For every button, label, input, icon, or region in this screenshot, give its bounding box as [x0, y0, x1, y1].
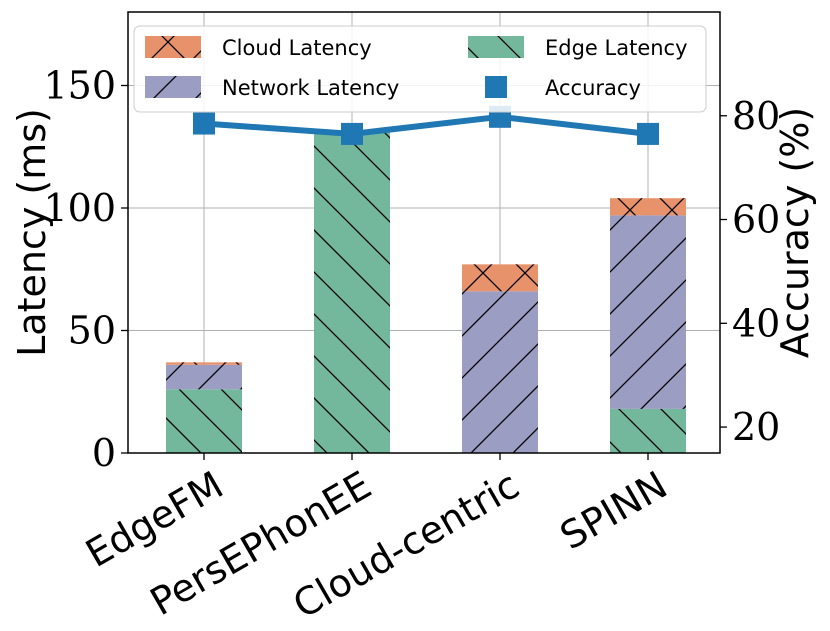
right-tick-label: 80	[732, 94, 780, 138]
accuracy-point-persephonee	[341, 122, 363, 145]
left-y-axis: 0 50 100 150	[43, 64, 128, 475]
y-axis-right-title: Accuracy (%)	[773, 107, 817, 358]
accuracy-point-edgefm	[193, 112, 215, 135]
right-tick-label: 60	[732, 198, 780, 242]
bar-cloud-centric-cloud-latency-hatch	[462, 264, 538, 292]
left-tick-label: 100	[43, 186, 116, 230]
bar-edgefm-edge-latency-hatch	[166, 389, 242, 453]
legend-label-network-latency: Network Latency	[222, 76, 399, 100]
bar-edgefm-cloud-latency-hatch	[166, 362, 242, 365]
legend-swatch-hatch-edge-latency	[468, 36, 524, 58]
bar-persephonee-edge-latency-hatch	[314, 132, 390, 454]
category-label-spinn: SPINN	[553, 463, 675, 559]
bar-spinn-edge-latency-hatch	[610, 408, 686, 453]
left-tick-label: 50	[68, 309, 116, 353]
legend-marker-accuracy	[485, 76, 507, 98]
legend-label-cloud-latency: Cloud Latency	[222, 36, 372, 60]
right-tick-label: 40	[732, 301, 780, 345]
accuracy-point-spinn	[637, 122, 659, 145]
legend-label-edge-latency: Edge Latency	[545, 36, 688, 60]
right-y-axis: 20 40 60 80	[720, 94, 780, 449]
legend-swatch-hatch-network-latency	[145, 76, 201, 98]
bar-spinn-cloud-latency-hatch	[610, 198, 686, 216]
legend-box	[133, 25, 707, 113]
left-tick-label: 150	[43, 64, 116, 108]
legend-label-accuracy: Accuracy	[545, 76, 641, 100]
bar-cloud-centric-network-latency-hatch	[462, 291, 538, 453]
right-tick-label: 20	[732, 405, 780, 449]
left-tick-label: 0	[92, 431, 116, 475]
bar-edgefm-network-latency-hatch	[166, 364, 242, 390]
accuracy-line	[203, 113, 649, 137]
plot-frame	[127, 11, 721, 454]
bar-spinn-network-latency-hatch	[610, 215, 686, 409]
legend-swatch-hatch-cloud-latency	[145, 36, 201, 58]
bars	[166, 132, 686, 454]
y-axis-title: Latency (ms)	[10, 108, 54, 357]
